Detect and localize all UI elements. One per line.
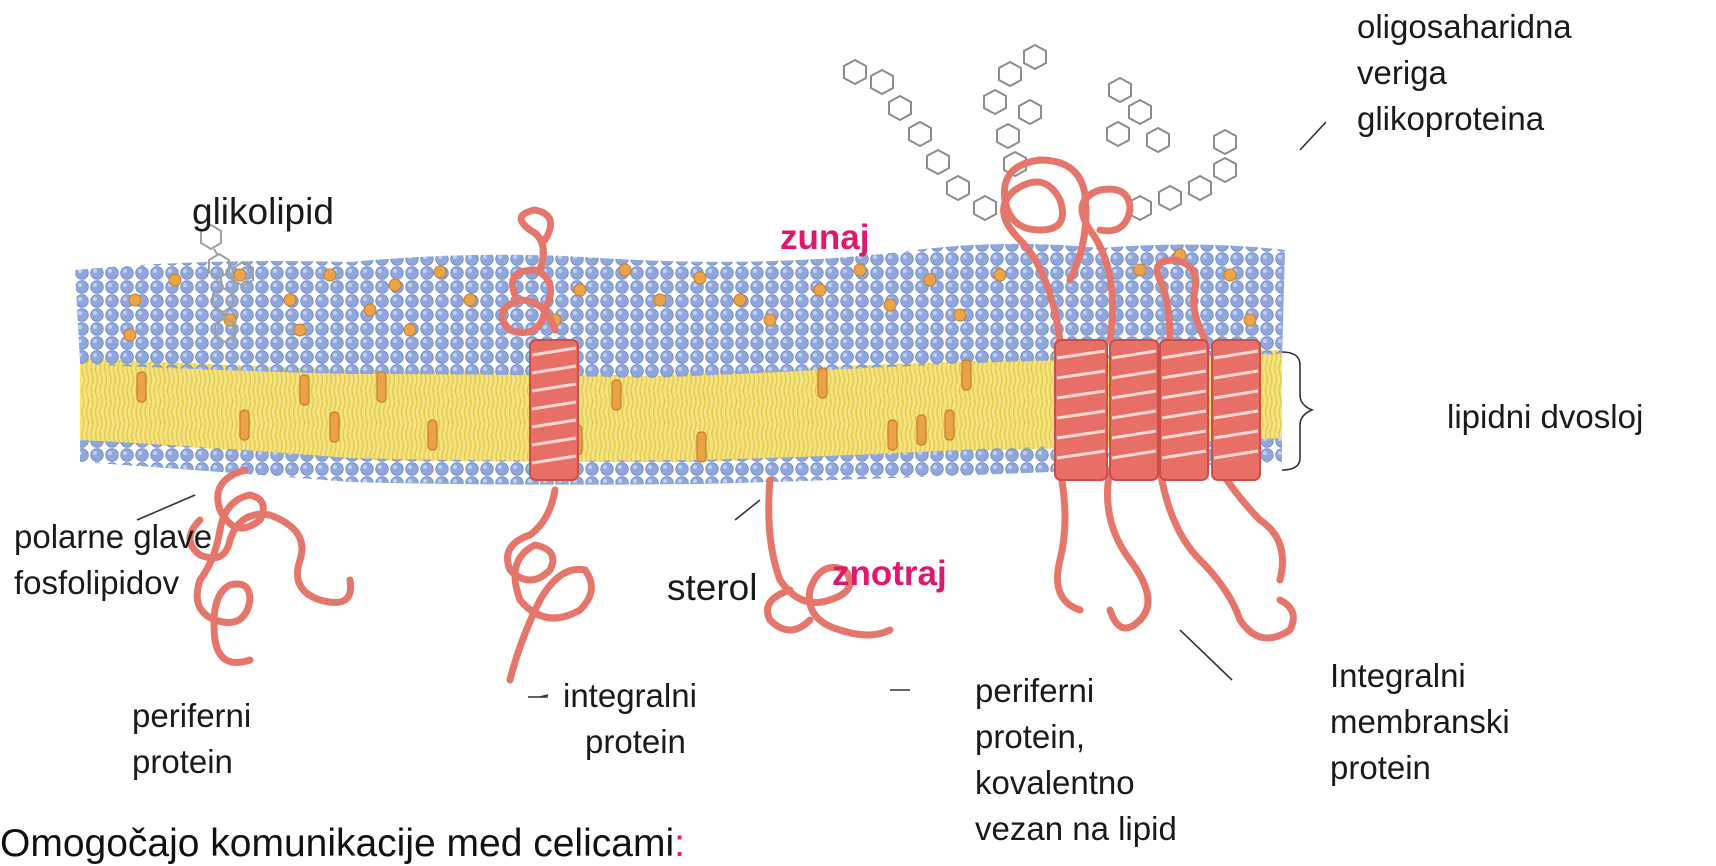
label-oligosaccharide: oligosaharidna veriga glikoproteina [1357,4,1572,142]
label-polar-heads: polarne glave fosfolipidov [14,514,212,606]
label-sterol: sterol [667,566,757,610]
label-bilayer: lipidni dvosloj [1447,394,1643,440]
label-inside: znotraj [832,554,947,594]
oligosaccharide-chains [844,45,1236,220]
label-glycolipid: glikolipid [192,190,334,234]
label-integral-protein: integralni protein [563,673,697,765]
label-outside: zunaj [780,218,869,258]
label-peripheral-protein: periferni protein [132,693,251,785]
label-integral-membrane-protein: Integralni membranski protein [1330,653,1510,791]
bilayer-bracket [1282,352,1312,470]
caption-text: Omogočajo komunikacije med celicami: [0,822,685,866]
label-peripheral-lipid-protein: periferni protein, kovalentno vezan na l… [975,668,1177,852]
